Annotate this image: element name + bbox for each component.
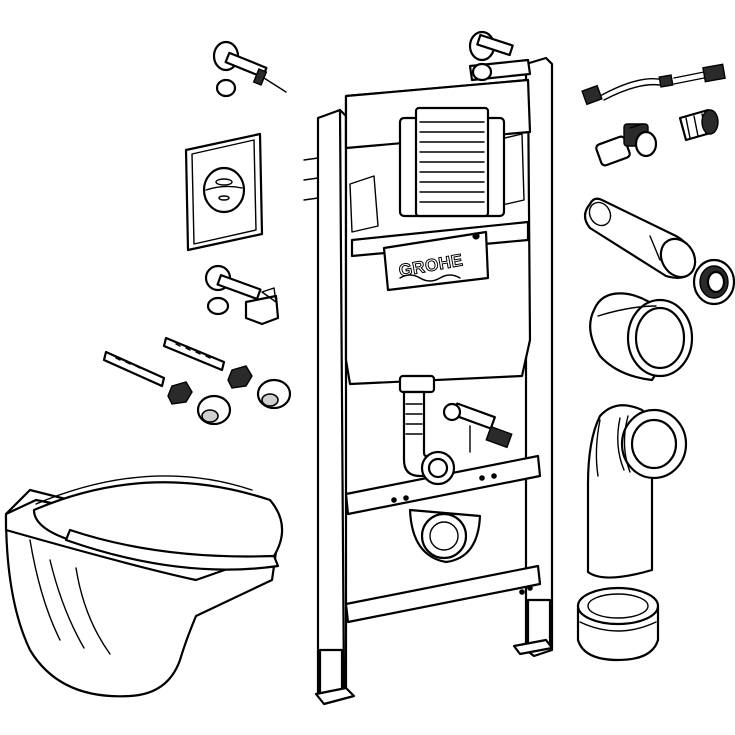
supply-hose-icon xyxy=(581,63,726,106)
wall-bracket-icon xyxy=(212,40,287,98)
cap-icon xyxy=(256,378,292,410)
drain-pipe-icon xyxy=(583,197,697,279)
flush-pipe-icon xyxy=(402,390,456,486)
cap-icon xyxy=(196,394,232,426)
pipe-connector-icon xyxy=(589,292,694,382)
wall-hung-toilet-icon xyxy=(4,475,284,698)
brand-logo: GROHE xyxy=(382,230,490,292)
nut-icon xyxy=(227,365,253,389)
seal-ring-icon xyxy=(692,258,735,306)
bend-sleeve-icon xyxy=(576,586,660,662)
pipe-connector-icon xyxy=(678,108,719,142)
flush-plate-icon xyxy=(184,132,264,252)
floor-bracket-icon xyxy=(303,157,319,201)
pan-bend-icon xyxy=(586,404,688,579)
outlet-bend-icon xyxy=(408,508,482,564)
wall-bracket-icon xyxy=(468,30,514,82)
nut-icon xyxy=(167,381,193,405)
fixing-rod-icon xyxy=(162,336,226,372)
angle-valve-icon xyxy=(595,123,658,167)
angle-valve-frame-icon xyxy=(442,402,513,453)
cistern-icon: GROHE xyxy=(344,78,532,394)
wall-bracket-icon xyxy=(204,264,280,326)
fixing-rod-icon xyxy=(102,350,166,388)
installation-frame-icon xyxy=(314,56,554,706)
